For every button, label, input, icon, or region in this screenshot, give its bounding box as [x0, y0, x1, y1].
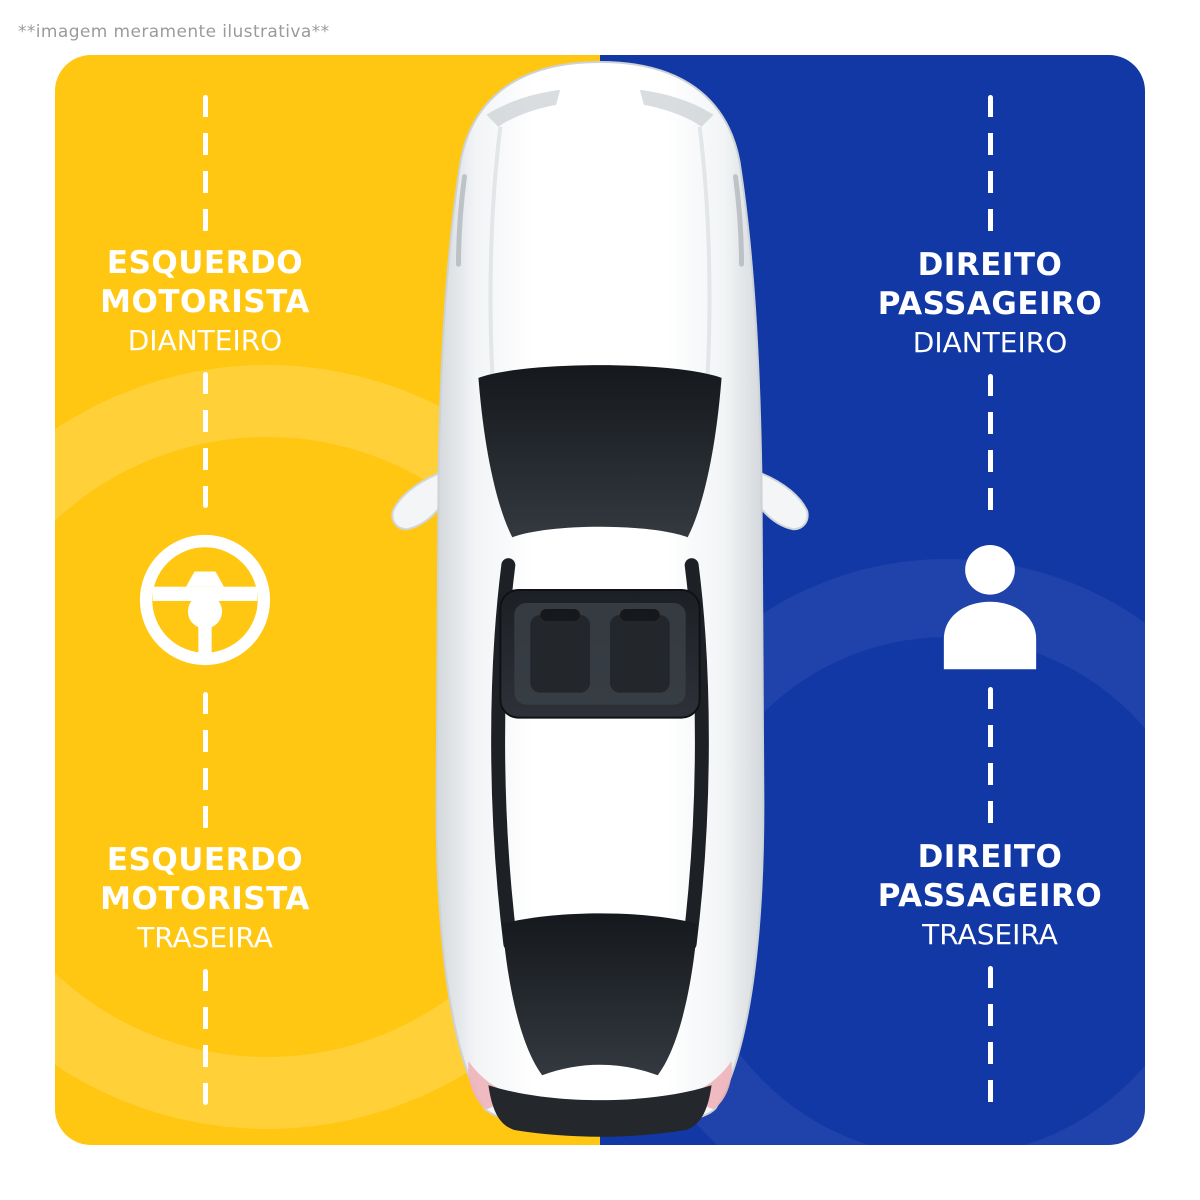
label-rear-right: DIREITO PASSAGEIRO TRASEIRA [878, 838, 1103, 954]
steering-wheel-icon [129, 524, 281, 676]
headrest-right [619, 608, 660, 621]
left-mirror [391, 472, 446, 531]
dashed-line-segment [987, 687, 993, 826]
label-line: ESQUERDO [106, 841, 304, 878]
right-mirror [754, 472, 809, 531]
hood-crease-left [488, 126, 503, 376]
dashed-line-segment [987, 95, 993, 234]
illustration-panel: ESQUERDO MOTORISTA DIANTEIRO ESQUERDO MO… [55, 55, 1145, 1145]
headrest-left [540, 608, 581, 621]
label-line: ESQUERDO [106, 244, 304, 281]
label-line: TRASEIRA [922, 918, 1058, 951]
label-line: MOTORISTA [100, 880, 310, 917]
fender-shadow-right [733, 174, 744, 267]
person-icon [919, 529, 1061, 671]
dashed-line-segment [202, 95, 208, 232]
driver-side-column: ESQUERDO MOTORISTA DIANTEIRO ESQUERDO MO… [55, 91, 355, 1109]
label-line: DIREITO [917, 839, 1063, 875]
headlight-left [486, 89, 561, 127]
rear-window [502, 913, 698, 1076]
headlight-right [639, 89, 714, 127]
label-line: PASSAGEIRO [877, 286, 1103, 322]
hood-crease-right [697, 126, 712, 376]
label-front-right: DIREITO PASSAGEIRO DIANTEIRO [878, 246, 1103, 362]
dashed-line-segment [202, 371, 208, 508]
seat-right [609, 614, 670, 693]
passenger-side-column: DIREITO PASSAGEIRO DIANTEIRO DIREITO PAS… [840, 91, 1140, 1109]
dashed-line-segment [987, 966, 993, 1105]
fender-shadow-left [456, 174, 467, 267]
dashed-line-segment [202, 692, 208, 829]
label-rear-left: ESQUERDO MOTORISTA TRASEIRA [100, 841, 310, 957]
dashed-line-segment [987, 374, 993, 513]
label-line: DIANTEIRO [912, 326, 1068, 359]
label-line: DIREITO [917, 247, 1063, 283]
label-line: PASSAGEIRO [877, 878, 1103, 914]
label-front-left: ESQUERDO MOTORISTA DIANTEIRO [100, 244, 310, 360]
rear-bumper [488, 1085, 712, 1137]
label-line: MOTORISTA [100, 283, 310, 320]
windshield [478, 365, 722, 538]
disclaimer-text: **imagem meramente ilustrativa** [18, 22, 330, 42]
label-line: TRASEIRA [137, 920, 273, 954]
seat-left [530, 614, 591, 693]
dashed-line-segment [202, 968, 208, 1105]
car-top-view-illustration [391, 60, 809, 1137]
label-line: DIANTEIRO [127, 323, 283, 357]
